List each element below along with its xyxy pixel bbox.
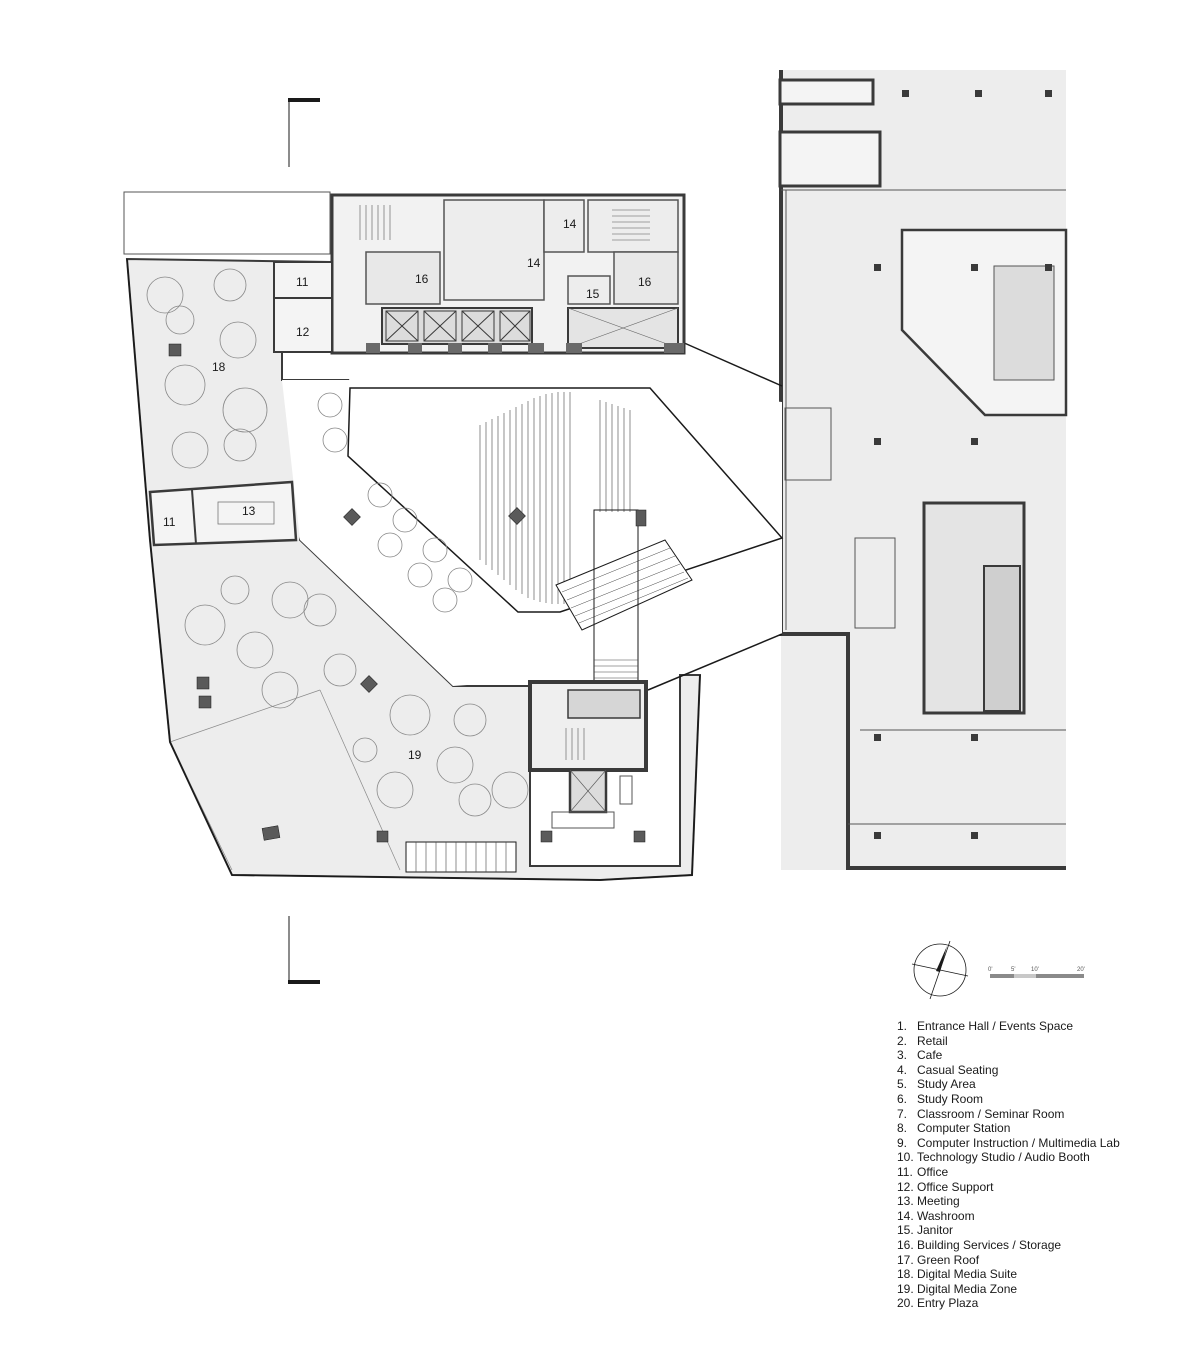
bridge-top [681,341,783,387]
scale-tick-0: 0' [988,967,992,973]
room-label-14-north: 14 [563,217,577,231]
legend-label: Meeting [917,1194,960,1209]
room-label-13: 13 [242,504,256,518]
legend-item: 8. Computer Station [897,1121,1120,1136]
legend-label: Building Services / Storage [917,1237,1062,1252]
room-label-14-central: 14 [527,256,541,270]
legend-item: 19.Digital Media Zone [897,1282,1120,1297]
legend-num: 16. [897,1237,914,1252]
legend-item: 20.Entry Plaza [897,1296,1120,1311]
legend-num: 1. [897,1019,908,1033]
room-label-11-north: 11 [296,275,309,289]
legend-label: Study Area [917,1077,976,1092]
office-block-west [148,480,298,547]
bleacher-stair [405,841,517,873]
legend-label: Casual Seating [917,1062,999,1077]
legend-item: 18.Digital Media Suite [897,1267,1120,1282]
legend-num: 5. [897,1077,908,1092]
legend-num: 8. [897,1121,908,1136]
room-label-16-west: 16 [415,272,429,286]
legend-item: 17.Green Roof [897,1253,1120,1268]
legend-num: 10. [897,1150,914,1165]
legend-label: Computer Instruction / Multimedia Lab [917,1135,1120,1150]
legend-num: 18. [897,1267,914,1282]
scale-tick-10: 10' [1031,967,1039,973]
legend-label: Study Room [917,1091,984,1106]
stair-treads [479,392,631,604]
legend-item: 10.Technology Studio / Audio Booth [897,1150,1120,1165]
legend-label: Entry Plaza [917,1296,979,1311]
legend-item: 6. Study Room [897,1092,1120,1107]
legend-item: 1. Entrance Hall / Events Space [897,1019,1120,1034]
legend-num: 4. [897,1062,908,1077]
legend-num: 17. [897,1252,914,1267]
adjacent-building [778,70,1068,870]
legend-item: 4. Casual Seating [897,1063,1120,1078]
legend-item: 16.Building Services / Storage [897,1238,1120,1253]
legend-item: 13.Meeting [897,1194,1120,1209]
room-legend: 1.Entrance Hall / Events Space 2.Retail … [897,1019,1120,1311]
office-block-north [273,261,333,353]
legend-label: Green Roof [917,1252,980,1267]
legend-item: 3. Cafe [897,1048,1120,1063]
section-marker-bottom [288,916,320,984]
curtain-wall [126,258,701,881]
legend-item: 5. Study Area [897,1077,1120,1092]
legend-item: 11. Office [897,1165,1120,1180]
legend-num: 11. [897,1164,913,1179]
legend-item: 12.Office Support [897,1180,1120,1195]
room-labels: 18 11 12 16 14 14 15 16 13 11 19 [163,217,652,762]
legend-num: 20. [897,1296,914,1311]
legend-num: 9. [897,1135,908,1150]
legend-label: Computer Station [917,1121,1011,1136]
legend-label: Digital Media Suite [917,1267,1018,1282]
room-label-15: 15 [586,287,600,301]
legend-item: 15.Janitor [897,1223,1120,1238]
north-core [330,193,686,355]
legend-label: Janitor [917,1223,954,1238]
legend-label: Entrance Hall / Events Space [917,1019,1074,1033]
legend-item: 14.Washroom [897,1209,1120,1224]
legend-num: 2. [897,1033,908,1048]
scale-tick-5: 5' [1011,967,1015,973]
legend-item: 7. Classroom / Seminar Room [897,1107,1120,1122]
legend-num: 14. [897,1208,914,1223]
legend-label: Office Support [917,1179,994,1194]
bridge-bottom [647,633,783,691]
legend-label: Cafe [917,1048,943,1063]
room-label-18: 18 [212,360,226,374]
legend-num: 19. [897,1281,914,1296]
legend-num: 7. [897,1106,908,1121]
room-label-12: 12 [296,325,310,339]
legend-item: 9. Computer Instruction / Multimedia Lab [897,1136,1120,1151]
legend-num: 15. [897,1223,914,1238]
legend-label: Washroom [917,1208,975,1223]
room-label-11-west: 11 [163,515,176,529]
grand-stair [555,539,693,631]
legend-num: 3. [897,1048,908,1063]
columns [168,343,647,843]
legend-num: 12. [897,1179,914,1194]
section-marker-top [288,98,320,167]
legend-label: Digital Media Zone [917,1281,1018,1296]
legend-label: Office [917,1164,949,1179]
roof-strip [123,191,331,255]
legend-num: 13. [897,1194,914,1209]
north-arrow-icon [911,940,969,1000]
room-label-19: 19 [408,748,422,762]
legend-label: Classroom / Seminar Room [917,1106,1065,1121]
legend-num: 6. [897,1091,908,1106]
legend-label: Retail [917,1033,948,1048]
scale-bar: 0' 5' 10' 20' [988,967,1085,978]
workstation-clusters [146,268,529,817]
room-label-16-east: 16 [638,275,652,289]
legend-item: 2. Retail [897,1034,1120,1049]
scale-tick-20: 20' [1077,967,1085,973]
south-core [528,680,648,829]
legend-label: Technology Studio / Audio Booth [917,1150,1090,1165]
